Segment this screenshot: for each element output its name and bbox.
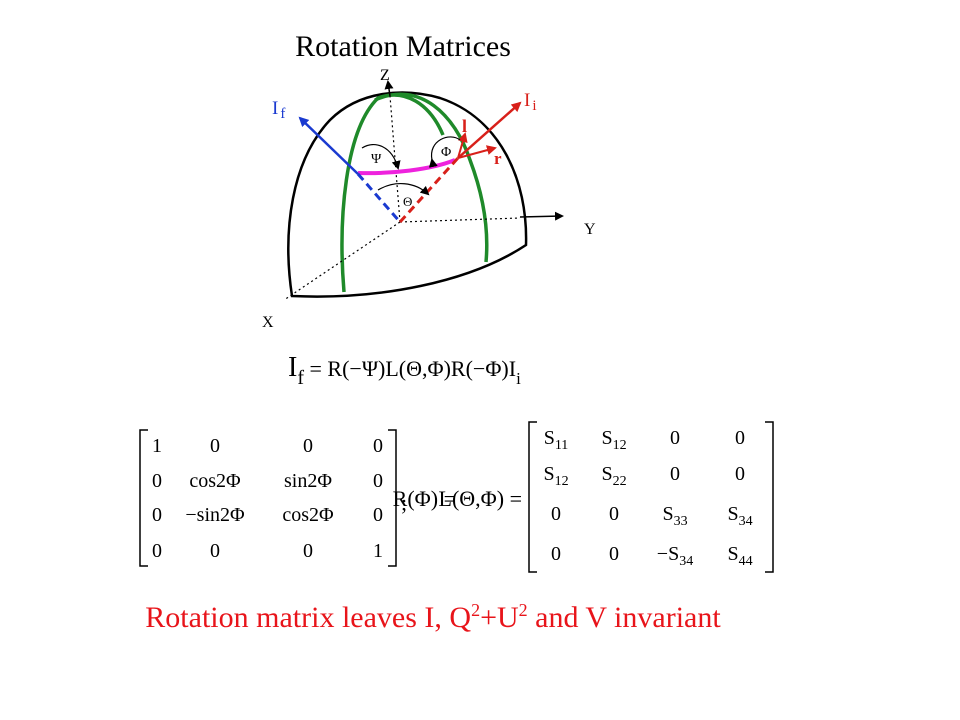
equation-lhs: I (288, 352, 297, 383)
matrix-r-cell: 0 (152, 540, 162, 562)
matrix-l-cell: S33 (662, 503, 687, 529)
x-axis-label: X (262, 314, 274, 331)
great-circle-right (374, 92, 489, 263)
matrix-r-cell: 0 (303, 435, 313, 457)
l-arrow (457, 132, 468, 159)
z-axis-top (384, 80, 394, 97)
matrix-l-cell: 0 (609, 503, 619, 525)
matrix-l-cell: 0 (551, 503, 561, 525)
matrix-r-cell: 0 (373, 504, 383, 526)
matrix-r-cell: 0 (303, 540, 313, 562)
matrix-l-cell: S34 (727, 503, 752, 529)
matrix-r-cell: 0 (373, 435, 383, 457)
psi-angle-arc (361, 144, 401, 170)
psi-label: Ψ (371, 152, 382, 167)
main-equation: If = R(−Ψ)L(Θ,Φ)R(−Φ)Ii (288, 352, 521, 389)
sphere-outline (287, 91, 528, 298)
matrix-l-cell: S11 (544, 427, 569, 453)
theta-label: Θ (403, 194, 412, 209)
z-axis (389, 95, 401, 223)
scattered-radius (356, 173, 402, 223)
matrix-r-left-bracket (139, 429, 148, 567)
caption-text-3: and V invariant (527, 601, 721, 634)
phi-angle-arc (428, 136, 461, 168)
if-arrow (298, 116, 359, 175)
x-axis (283, 221, 401, 301)
matrix-r-cell: 1 (152, 435, 162, 457)
matrix-r-cell: 1 (373, 540, 383, 562)
l-label: l (462, 116, 467, 136)
slide-title: Rotation Matrices (295, 30, 511, 63)
matrix-l-cell: S22 (601, 463, 626, 489)
matrix-l-label: L(Θ,Φ) = (439, 486, 522, 511)
ii-arrow (457, 101, 522, 159)
great-circle-left (340, 93, 445, 293)
matrix-r-cell: cos2Φ (282, 504, 334, 526)
matrix-l-cell: S12 (601, 427, 626, 453)
y-axis-hidden (399, 217, 521, 223)
phi-label: Φ (441, 145, 451, 160)
matrix-r-cell: −sin2Φ (185, 504, 245, 526)
y-axis-label: Y (584, 221, 596, 238)
r-label: r (494, 149, 502, 168)
matrix-r-cell: 0 (210, 540, 220, 562)
theta-angle-arc (377, 183, 430, 196)
matrix-l-cell: −S34 (657, 543, 693, 569)
svg-text:If = R(−Ψ)L(Θ,Φ)R(−Φ)Ii: If = R(−Ψ)L(Θ,Φ)R(−Φ)Ii (288, 352, 521, 389)
matrix-r-cell: cos2Φ (189, 470, 241, 492)
caption-text-1: Rotation matrix leaves I, Q (145, 601, 472, 634)
matrix-r-cell: 0 (152, 504, 162, 526)
matrix-l-right-bracket (765, 421, 774, 573)
caption-sup-1: 2 (471, 600, 481, 620)
matrix-r-cell: sin2Φ (284, 470, 332, 492)
caption-text-2: +U (480, 601, 519, 634)
matrix-l-cell: S12 (543, 463, 568, 489)
caption: Rotation matrix leaves I, Q2+U2 and V in… (0, 600, 866, 635)
z-axis-label: Z (380, 67, 390, 84)
matrix-l-cell: 0 (735, 463, 745, 485)
matrix-r-right-bracket (388, 429, 397, 567)
equation-rhs: = R(−Ψ)L(Θ,Φ)R(−Φ)I (304, 356, 516, 381)
matrix-r-cell: 0 (152, 470, 162, 492)
r-arrow (457, 145, 497, 159)
y-axis (519, 211, 564, 221)
equation-rhs-sub: i (516, 369, 521, 388)
matrix-r-label: R(Φ) = (393, 486, 456, 511)
matrix-l-cell: 0 (670, 427, 680, 449)
matrix-r-separator: ; (401, 490, 407, 515)
matrix-r-cell: 0 (373, 470, 383, 492)
matrix-r-cell: 0 (210, 435, 220, 457)
matrix-l-left-bracket (528, 421, 537, 573)
matrix-l-cell: 0 (735, 427, 745, 449)
equation-lhs-sub: f (297, 367, 304, 389)
matrix-l-cell: 0 (551, 543, 561, 565)
matrix-r-cells: 1 0 0 0 0 cos2Φ sin2Φ 0 0 −sin2Φ cos2Φ 0 0 0 0 1 (152, 435, 383, 562)
matrix-l-cell: 0 (609, 543, 619, 565)
matrix-l-cell: 0 (670, 463, 680, 485)
scattering-arc (357, 158, 456, 176)
caption-sup-2: 2 (518, 600, 528, 620)
matrix-l-cell: S44 (727, 543, 752, 569)
